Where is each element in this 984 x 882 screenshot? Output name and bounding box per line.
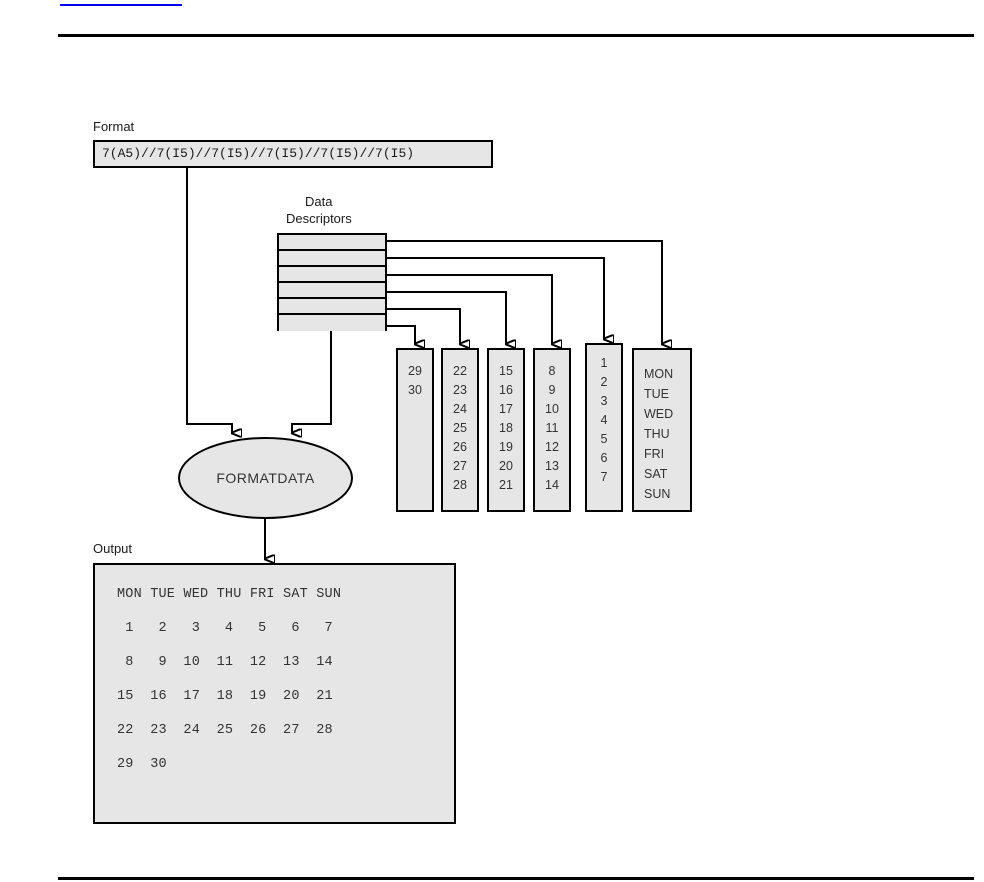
data-cell: 12: [545, 440, 559, 454]
data-cell: 8: [548, 364, 556, 378]
bottom-horizontal-rule: [58, 877, 974, 880]
data-cell: 18: [499, 421, 513, 435]
data-descriptor-row: [279, 299, 385, 315]
data-column-22-28: 22 23 24 25 26 27 28: [441, 348, 479, 512]
data-cell: SUN: [644, 487, 671, 501]
output-line: 15 16 17 18 19 20 21: [117, 689, 333, 704]
data-cell: 16: [499, 383, 513, 397]
data-descriptor-row: [279, 315, 385, 331]
wire-format-to-formatdata: [186, 168, 232, 433]
data-cell: 29: [408, 364, 422, 378]
data-cell: 20: [499, 459, 513, 473]
output-box: MON TUE WED THU FRI SAT SUN 1 2 3 4 5 6 …: [93, 563, 456, 824]
data-cell: 19: [499, 440, 513, 454]
data-cell: 1: [600, 356, 608, 370]
data-cell: 17: [499, 402, 513, 416]
data-cell: 9: [548, 383, 556, 397]
data-column-weekdays: MON TUE WED THU FRI SAT SUN: [632, 348, 692, 512]
data-cell: 10: [545, 402, 559, 416]
data-cell: 2: [600, 375, 608, 389]
data-cell: 4: [600, 413, 608, 427]
data-cell: 13: [545, 459, 559, 473]
data-cell: 27: [453, 459, 467, 473]
data-descriptors-label-line2: Descriptors: [286, 211, 352, 226]
formatdata-process: FORMATDATA: [178, 437, 353, 519]
output-line: 8 9 10 11 12 13 14: [117, 655, 333, 670]
wire-descriptor-1-to-weekdays: [387, 240, 662, 344]
data-cell: MON: [644, 367, 674, 381]
data-cell: WED: [644, 407, 674, 421]
top-horizontal-rule: [58, 34, 974, 37]
data-cell: 15: [499, 364, 513, 378]
format-box: 7(A5)//7(I5)//7(I5)//7(I5)//7(I5)//7(I5): [93, 140, 493, 168]
data-cell: 22: [453, 364, 467, 378]
data-descriptor-row: [279, 283, 385, 299]
data-cell: 25: [453, 421, 467, 435]
data-column-1-7: 1 2 3 4 5 6 7: [585, 343, 623, 512]
data-column-15-21: 15 16 17 18 19 20 21: [487, 348, 525, 512]
wire-descriptor-4-to-column-15-21: [387, 291, 506, 344]
data-descriptor-row: [279, 235, 385, 251]
data-column-29-30: 29 30: [396, 348, 434, 512]
data-cell: 5: [600, 432, 608, 446]
data-descriptor-row: [279, 267, 385, 283]
data-cell: 11: [545, 421, 559, 435]
data-cell: 6: [600, 451, 608, 465]
output-line: 29 30: [117, 757, 167, 772]
wire-descriptor-5-to-column-22-28: [387, 308, 460, 344]
page-link[interactable]: [60, 0, 182, 6]
data-cell: 7: [600, 470, 608, 484]
data-descriptors-box: [277, 233, 387, 331]
data-cell: SAT: [644, 467, 668, 481]
output-line: 1 2 3 4 5 6 7: [117, 621, 333, 636]
wire-descriptor-2-to-column-1-7: [387, 257, 604, 339]
wire-descriptor-3-to-column-8-14: [387, 274, 552, 344]
format-label: Format: [93, 119, 135, 134]
data-cell: FRI: [644, 447, 665, 461]
output-label: Output: [93, 541, 133, 556]
data-cell: 23: [453, 383, 467, 397]
data-cell: 3: [600, 394, 608, 408]
data-cell: TUE: [644, 387, 669, 401]
data-cell: THU: [644, 427, 670, 441]
data-cell: 24: [453, 402, 467, 416]
data-cell: 21: [499, 478, 513, 492]
data-cell: 26: [453, 440, 467, 454]
data-cell: 30: [408, 383, 422, 397]
output-line: MON TUE WED THU FRI SAT SUN: [117, 587, 342, 602]
data-cell: 28: [453, 478, 467, 492]
data-column-8-14: 8 9 10 11 12 13 14: [533, 348, 571, 512]
data-descriptors-label-line1: Data: [305, 194, 333, 209]
wire-descriptor-6-to-column-29-30: [387, 325, 415, 344]
wire-descriptors-to-formatdata: [291, 331, 332, 433]
output-line: 22 23 24 25 26 27 28: [117, 723, 333, 738]
data-cell: 14: [545, 478, 559, 492]
data-descriptor-row: [279, 251, 385, 267]
